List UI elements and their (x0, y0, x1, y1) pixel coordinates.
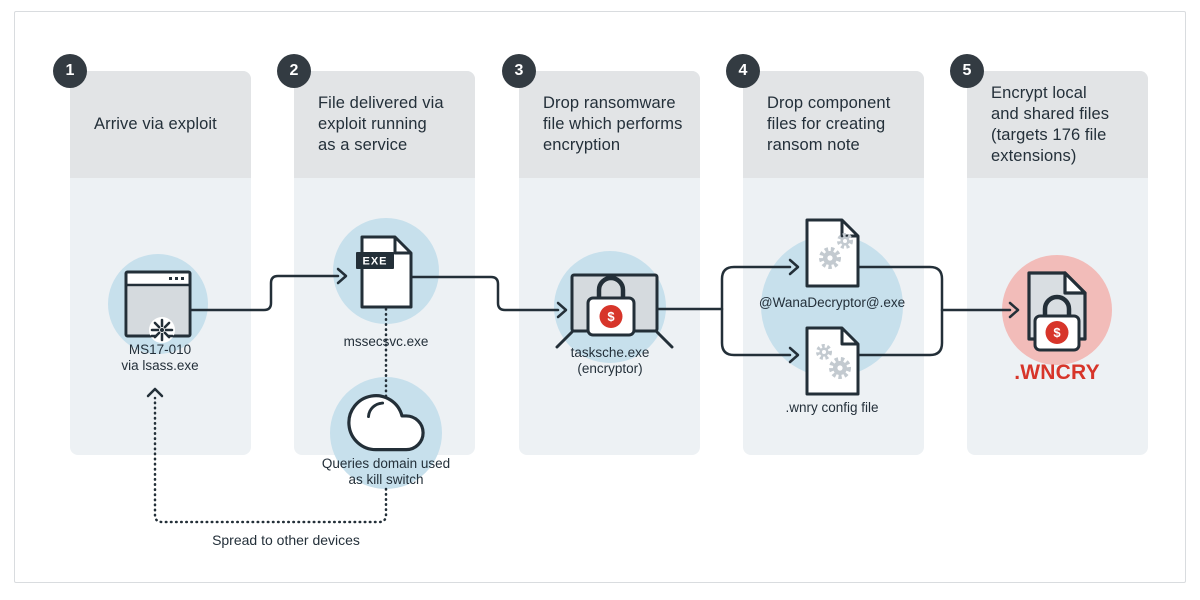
step-1-number-badge: 1 (53, 54, 87, 88)
step-1-title: Arrive via exploit (94, 115, 217, 133)
dollar-sign: $ (607, 309, 615, 324)
gears-icon (819, 233, 853, 269)
step-3-title: Drop ransomware file which performs encr… (543, 94, 683, 154)
step-3-column: Drop ransomware file which performs encr… (519, 71, 700, 455)
gears-icon (816, 344, 851, 379)
step-4-header: Drop component files for creating ransom… (743, 71, 924, 178)
step-2-title: File delivered via exploit running as a … (318, 94, 444, 154)
arrowhead-bottom-file-icon (788, 346, 800, 364)
step-5-title: Encrypt local and shared files (targets … (991, 83, 1110, 165)
exploit-burst-icon (150, 318, 174, 342)
padlock-shackle (1042, 294, 1072, 319)
connector-step1-step2 (188, 274, 340, 312)
component-file-bottom-icon (805, 326, 860, 396)
diagram-frame (14, 11, 1186, 583)
padlock-shackle (596, 275, 626, 301)
exe-file-icon: EXE (356, 235, 413, 309)
step-2-header: File delivered via exploit running as a … (294, 71, 475, 178)
ransom-dollar-badge (1045, 321, 1069, 344)
split-bracket-left (720, 265, 792, 357)
kill-switch-label: Queries domain used as kill switch (321, 456, 451, 487)
arrowhead-spread-up-icon (146, 387, 164, 398)
arrowhead-step2-icon (336, 267, 348, 285)
exploited-browser-icon (124, 270, 192, 343)
connector-step2-step3 (410, 275, 560, 312)
component-file-top-icon (805, 218, 860, 288)
step-4-number-badge: 4 (726, 54, 760, 88)
step-5-header: Encrypt local and shared files (targets … (967, 71, 1148, 178)
exe-badge (356, 252, 394, 269)
step-1-icon-label: MS17-010 via lsass.exe (121, 342, 199, 373)
ransom-dollar-badge (599, 305, 623, 328)
wncry-extension-label: .WNCRY (1014, 361, 1100, 384)
step-4-title: Drop component files for creating ransom… (767, 94, 891, 154)
step-3-number-badge: 3 (502, 54, 536, 88)
step-3-icon-label: tasksche.exe (encryptor) (570, 345, 650, 376)
dollar-sign: $ (1053, 325, 1061, 340)
step-1-header: Arrive via exploit (70, 71, 251, 178)
arrowhead-step5-icon (1008, 301, 1020, 319)
step-2-icon-label: mssecsvc.exe (343, 334, 429, 349)
arrowhead-step3-icon (556, 301, 568, 319)
encrypted-file-icon: $ (1027, 271, 1087, 352)
locked-computer-icon: $ (555, 273, 674, 349)
step-3-header: Drop ransomware file which performs encr… (519, 71, 700, 178)
arrowhead-top-file-icon (788, 258, 800, 276)
browser-menu-dots (169, 277, 184, 280)
cloud-icon (347, 394, 425, 452)
step-5-number-badge: 5 (950, 54, 984, 88)
wanadecryptor-label: @WanaDecryptor@.exe (758, 295, 906, 310)
merge-bracket-right (856, 265, 944, 357)
exe-badge-label: EXE (362, 256, 387, 268)
step-1-column: Arrive via exploit (70, 71, 251, 455)
step-2-number-badge: 2 (277, 54, 311, 88)
wnry-config-label: .wnry config file (785, 400, 879, 415)
spread-annotation: Spread to other devices (212, 532, 360, 548)
